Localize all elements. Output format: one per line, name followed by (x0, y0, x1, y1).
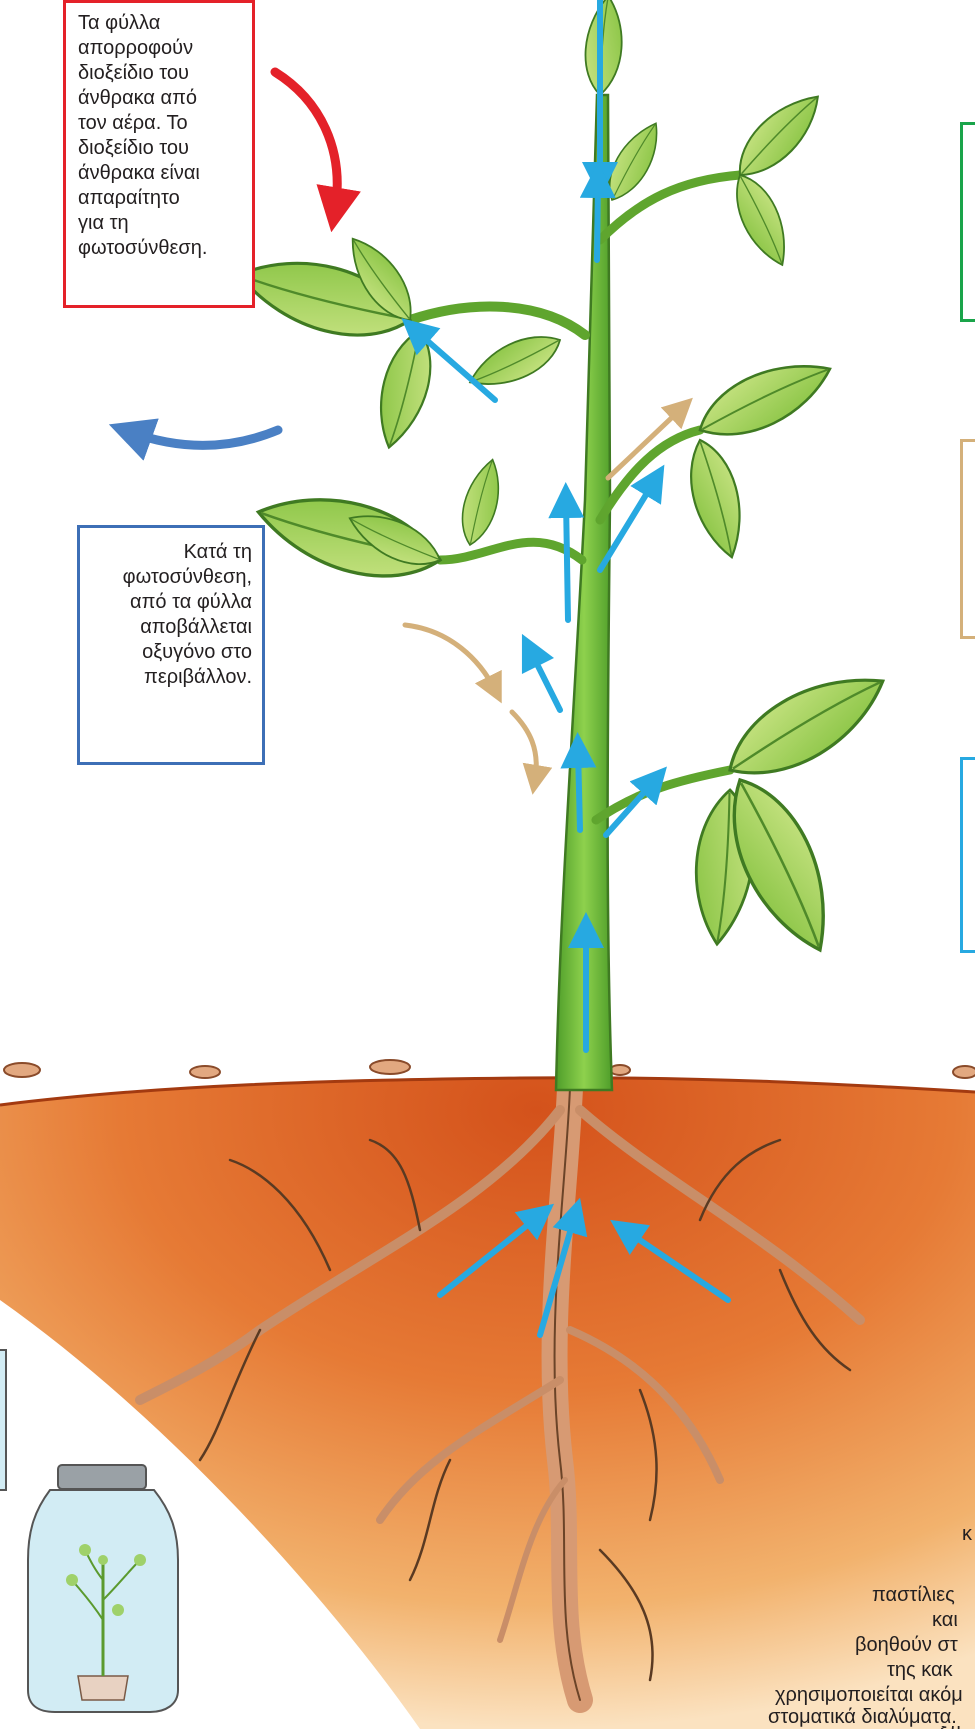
cut-text-line: παστίλιες (872, 1583, 955, 1608)
callout-line: άνθρακα είναι (78, 161, 242, 186)
callout-line: φωτοσύνθεση, (90, 565, 252, 590)
callout-line: Τα φύλλα (78, 11, 242, 36)
callout-line: περιβάλλον. (90, 665, 252, 690)
jar-edge-icon (0, 1350, 6, 1490)
co2-arrow (275, 72, 337, 210)
callout-line: απαραίτητο (78, 186, 242, 211)
callout-line: φωτοσύνθεση. (78, 236, 242, 261)
callout-line: άνθρακα από (78, 86, 242, 111)
oxygen-release-callout: Κατά τη φωτοσύνθεση, από τα φύλλα αποβάλ… (77, 525, 265, 765)
glass-jar-icon (28, 1465, 178, 1712)
cyan-callout-edge (960, 757, 975, 953)
co2-absorption-callout: Τα φύλλα απορροφούν διοξείδιο του άνθρακ… (63, 0, 255, 308)
cut-text-line: βοηθούν στ (855, 1633, 958, 1658)
callout-line: απορροφούν (78, 36, 242, 61)
callout-line: διοξείδιο του (78, 61, 242, 86)
callout-line: από τα φύλλα (90, 590, 252, 615)
callout-line: οξυγόνο στο (90, 640, 252, 665)
callout-line: τον αέρα. Το (78, 111, 242, 136)
callout-line: Κατά τη (90, 540, 252, 565)
callout-line: αποβάλλεται (90, 615, 252, 640)
cut-text-line: κ (962, 1522, 972, 1547)
cut-text-line: της κακ (887, 1658, 953, 1683)
callout-line: διοξείδιο του (78, 136, 242, 161)
cut-text-line: και (932, 1608, 958, 1633)
callout-line: για τη (78, 211, 242, 236)
oxygen-arrow (130, 430, 278, 445)
cut-text-line: στοματικά διαλύματα. (768, 1705, 957, 1730)
tan-callout-edge (960, 439, 975, 639)
green-callout-edge (960, 122, 975, 322)
